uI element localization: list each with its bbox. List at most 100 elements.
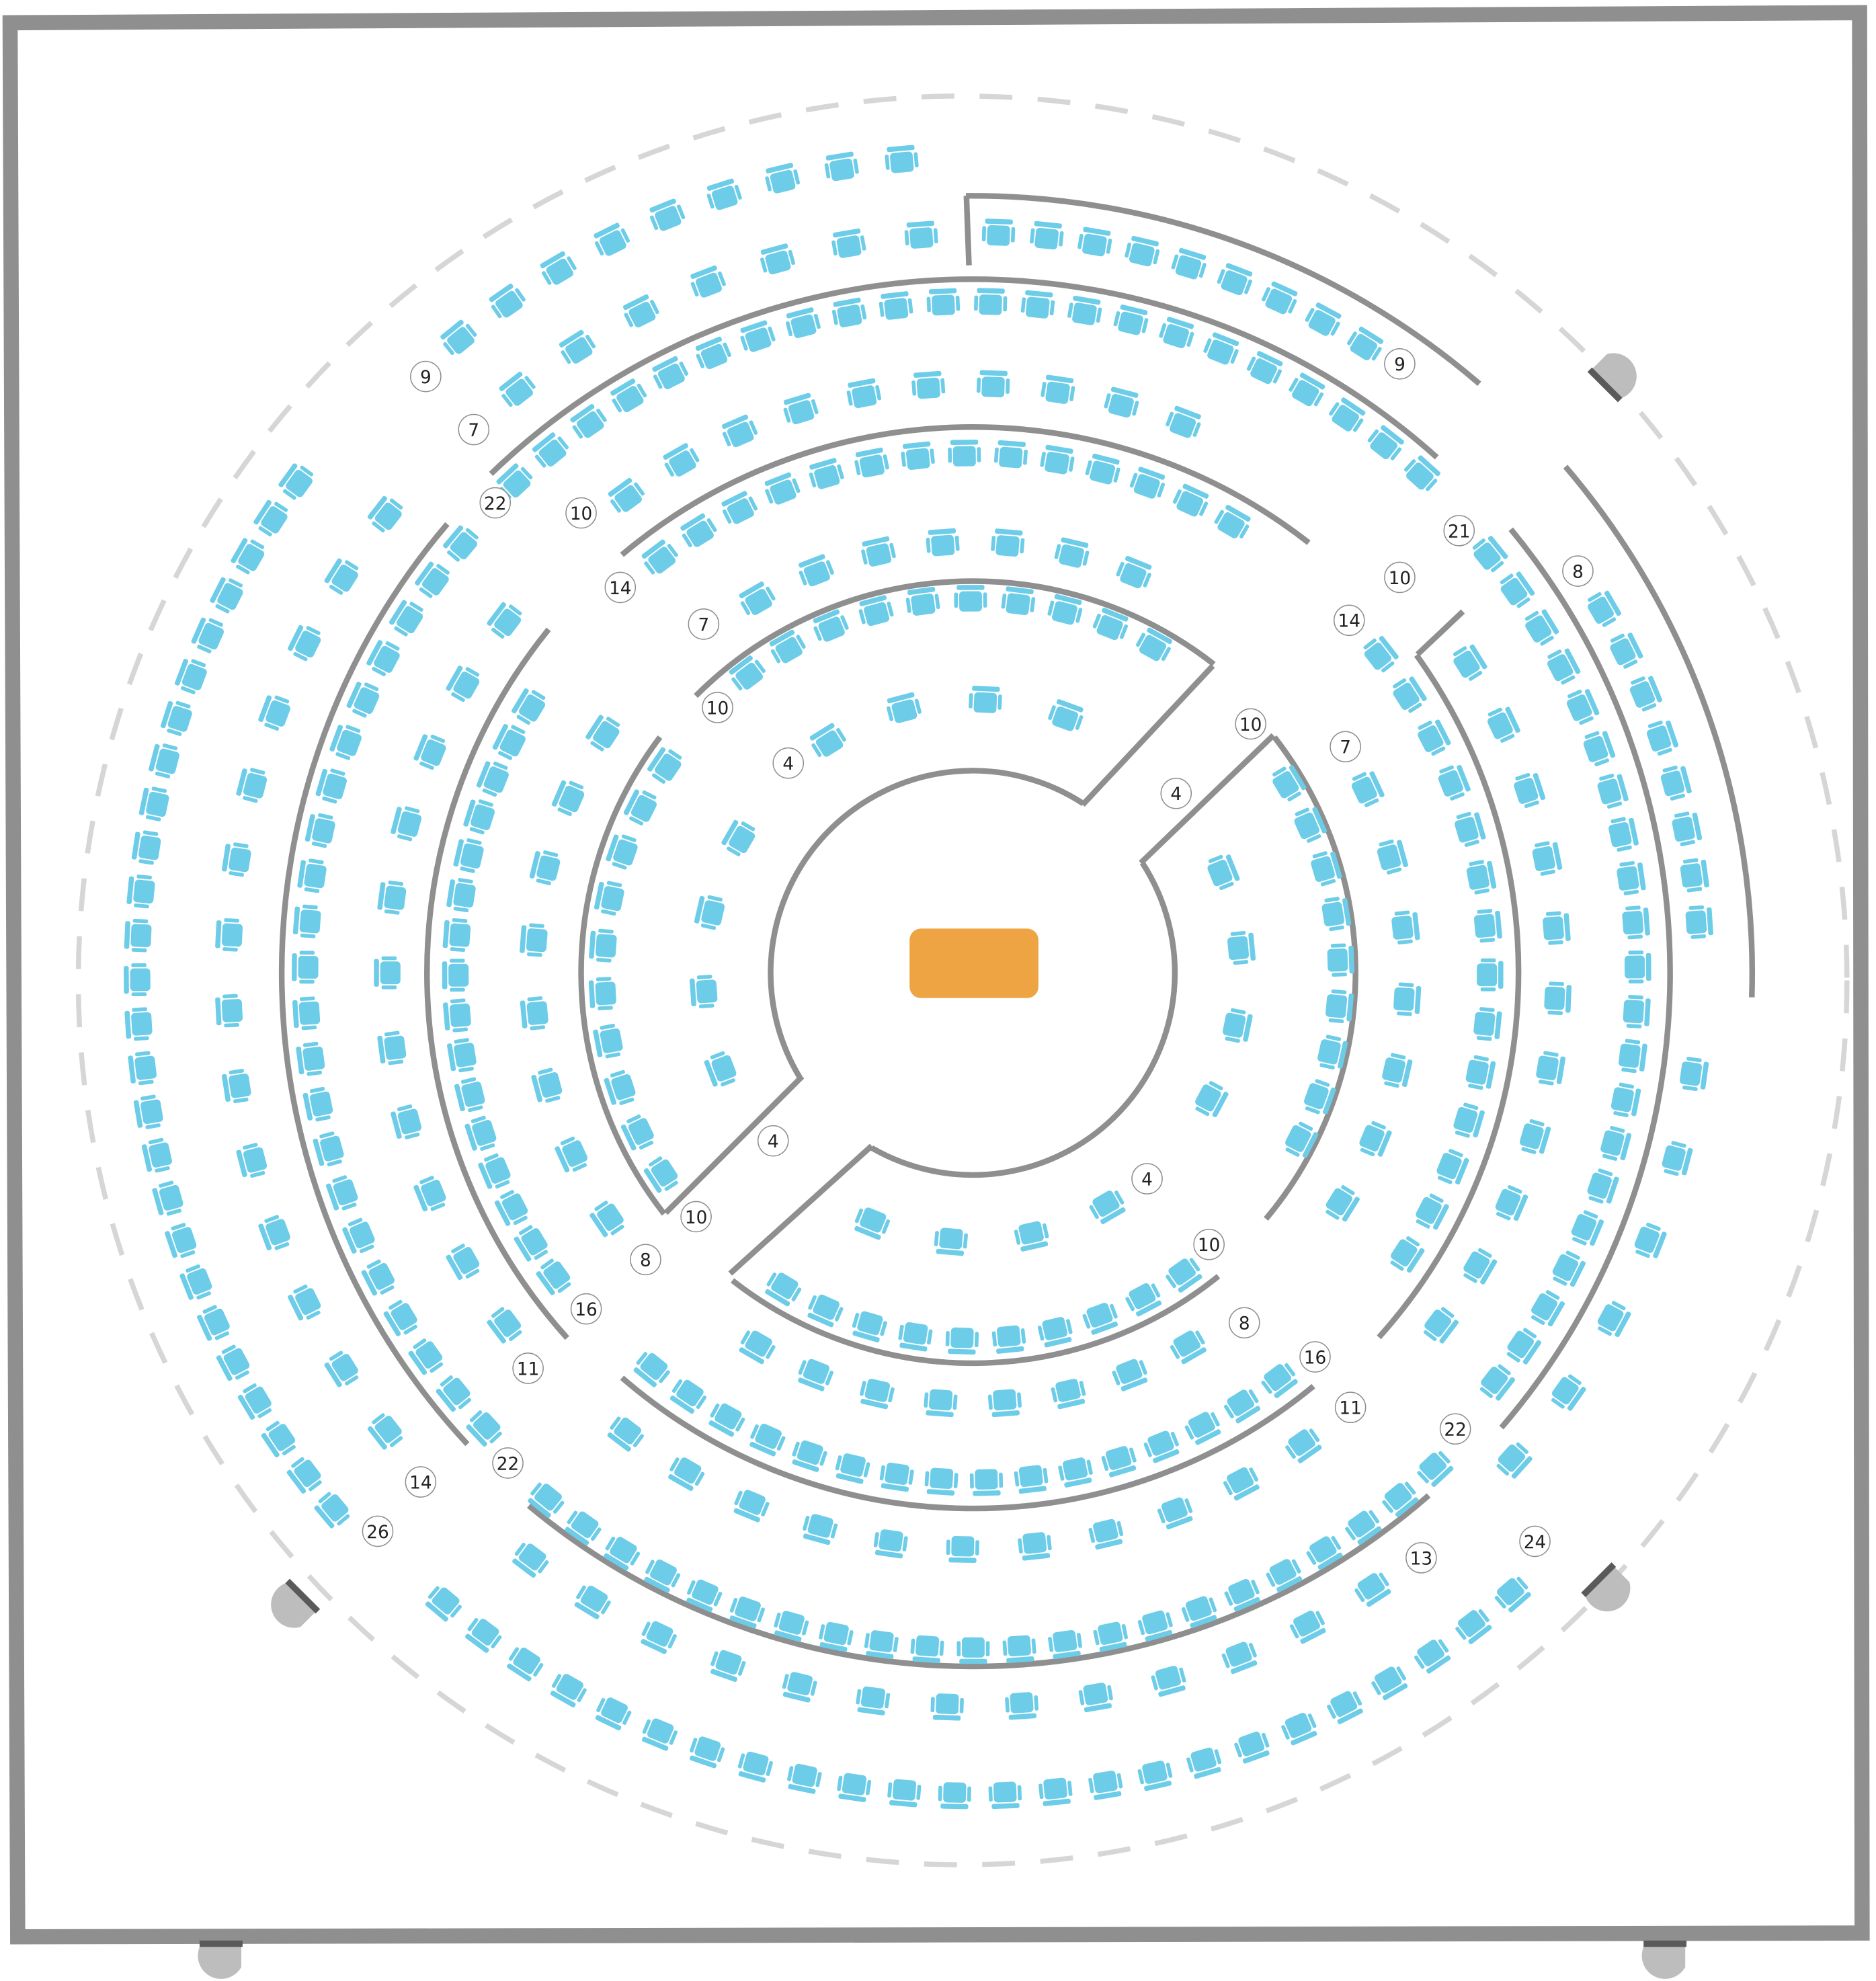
seat[interactable] <box>807 721 848 760</box>
seat[interactable] <box>1549 1248 1587 1289</box>
seat[interactable] <box>1322 1182 1362 1224</box>
seat[interactable] <box>1081 1300 1121 1336</box>
seat[interactable] <box>801 1512 840 1546</box>
seat[interactable] <box>530 430 572 471</box>
seat[interactable] <box>879 1461 915 1492</box>
seat[interactable] <box>1477 958 1504 992</box>
seat[interactable] <box>1170 247 1209 282</box>
seat[interactable] <box>807 456 846 491</box>
seat[interactable] <box>1221 1385 1263 1425</box>
seat[interactable] <box>1453 809 1487 848</box>
seat[interactable] <box>762 471 802 508</box>
seat[interactable] <box>462 797 497 836</box>
seat[interactable] <box>900 441 936 471</box>
seat[interactable] <box>133 1094 165 1131</box>
seat[interactable] <box>1001 586 1036 616</box>
seat[interactable] <box>969 1469 1004 1496</box>
seat[interactable] <box>1621 905 1650 940</box>
seat[interactable] <box>1163 1254 1205 1295</box>
seat[interactable] <box>1387 1234 1427 1275</box>
seat[interactable] <box>606 476 648 517</box>
seat[interactable] <box>1002 1635 1037 1664</box>
seat[interactable] <box>390 1103 424 1141</box>
seat[interactable] <box>1282 1425 1325 1465</box>
seat[interactable] <box>726 653 768 694</box>
seat[interactable] <box>148 741 182 780</box>
seat[interactable] <box>1221 1463 1263 1502</box>
seat[interactable] <box>1260 280 1301 317</box>
seat[interactable] <box>924 1467 959 1496</box>
seat[interactable] <box>976 370 1010 398</box>
seat[interactable] <box>708 1648 747 1684</box>
seat[interactable] <box>702 1049 739 1090</box>
seat[interactable] <box>987 1389 1022 1418</box>
seat[interactable] <box>639 537 681 578</box>
seat[interactable] <box>946 1536 980 1564</box>
seat[interactable] <box>412 1174 449 1214</box>
seat[interactable] <box>737 319 777 355</box>
seat[interactable] <box>296 857 327 893</box>
seat[interactable] <box>1496 569 1537 611</box>
seat[interactable] <box>850 1309 889 1344</box>
seat[interactable] <box>1171 482 1212 520</box>
seat[interactable] <box>762 1268 804 1308</box>
seat[interactable] <box>1221 1007 1254 1045</box>
seat[interactable] <box>1233 1729 1272 1765</box>
seat[interactable] <box>1164 405 1204 441</box>
seat[interactable] <box>647 197 687 234</box>
seat[interactable] <box>719 817 759 859</box>
seat[interactable] <box>325 1174 360 1213</box>
seat[interactable] <box>991 1324 1027 1354</box>
seat[interactable] <box>592 1694 633 1732</box>
seat[interactable] <box>315 766 350 805</box>
seat[interactable] <box>1606 815 1639 853</box>
seat[interactable] <box>878 290 913 321</box>
seat[interactable] <box>830 228 867 259</box>
seat[interactable] <box>423 1582 465 1624</box>
seat[interactable] <box>1223 1576 1264 1613</box>
seat[interactable] <box>486 282 528 322</box>
seat[interactable] <box>257 692 293 733</box>
seat[interactable] <box>692 335 733 372</box>
seat[interactable] <box>981 218 1016 246</box>
seat[interactable] <box>1469 533 1510 575</box>
seat[interactable] <box>1036 1315 1074 1348</box>
seat[interactable] <box>810 608 850 645</box>
seat[interactable] <box>667 1375 710 1416</box>
seat[interactable] <box>1595 771 1629 810</box>
seat[interactable] <box>434 1373 475 1415</box>
seat[interactable] <box>1268 762 1308 804</box>
seat[interactable] <box>731 1487 771 1524</box>
seat[interactable] <box>1287 370 1328 410</box>
seat[interactable] <box>956 1637 990 1664</box>
seat[interactable] <box>1067 295 1104 327</box>
seat[interactable] <box>520 922 548 957</box>
seat[interactable] <box>1088 1517 1126 1551</box>
seat[interactable] <box>1227 930 1256 965</box>
seat[interactable] <box>1598 1125 1633 1163</box>
seat[interactable] <box>1287 1607 1329 1646</box>
seat[interactable] <box>719 413 760 450</box>
seat[interactable] <box>1084 452 1123 486</box>
seat[interactable] <box>1047 698 1086 734</box>
seat[interactable] <box>817 1620 854 1653</box>
seat[interactable] <box>163 1221 199 1261</box>
seat[interactable] <box>382 1297 421 1339</box>
seat[interactable] <box>719 489 760 528</box>
seat[interactable] <box>1473 1006 1502 1042</box>
seat[interactable] <box>1414 1448 1457 1490</box>
seat[interactable] <box>684 1576 725 1614</box>
seat[interactable] <box>583 712 624 754</box>
seat[interactable] <box>904 220 939 249</box>
seat[interactable] <box>795 1356 835 1393</box>
seat[interactable] <box>1315 1034 1348 1072</box>
seat[interactable] <box>1133 626 1175 665</box>
seat[interactable] <box>413 559 454 601</box>
seat[interactable] <box>1258 1359 1301 1400</box>
seat[interactable] <box>1013 1219 1051 1252</box>
seat[interactable] <box>1517 1118 1552 1157</box>
seat[interactable] <box>442 918 471 953</box>
seat[interactable] <box>747 1420 788 1458</box>
seat[interactable] <box>706 1400 747 1439</box>
seat[interactable] <box>1320 895 1352 932</box>
